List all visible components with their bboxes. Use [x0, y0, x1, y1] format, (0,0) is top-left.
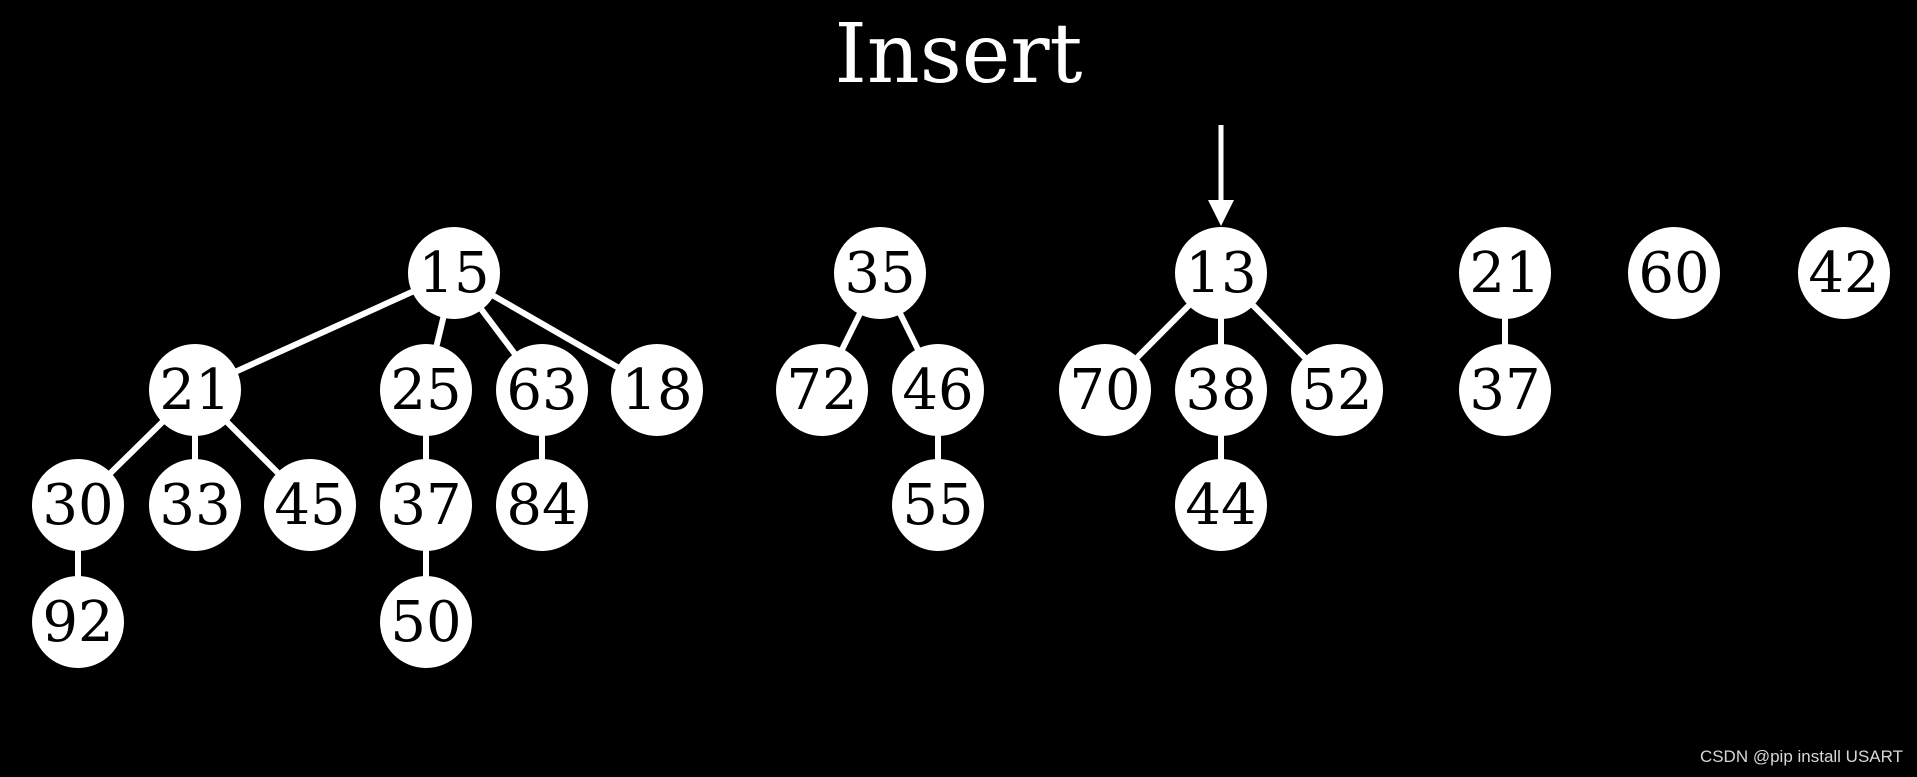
- heap-node: 25: [380, 344, 472, 436]
- node-value: 37: [1469, 358, 1540, 423]
- node-value: 45: [274, 473, 345, 538]
- watermark: CSDN @pip install USART: [1699, 747, 1903, 766]
- heap-node: 52: [1291, 344, 1383, 436]
- node-value: 21: [1469, 241, 1540, 306]
- node-value: 15: [418, 241, 489, 306]
- pointer-head: [1208, 200, 1234, 226]
- node-value: 33: [159, 473, 230, 538]
- node-value: 63: [506, 358, 577, 423]
- heap-node: 60: [1628, 227, 1720, 319]
- heap-node: 45: [264, 459, 356, 551]
- node-circle: [834, 227, 926, 319]
- heap-node: 15: [408, 227, 500, 319]
- heap-node: 72: [776, 344, 868, 436]
- edges-layer: [75, 270, 1508, 622]
- node-circle: [1628, 227, 1720, 319]
- node-circle: [892, 459, 984, 551]
- node-value: 13: [1185, 241, 1256, 306]
- node-circle: [380, 459, 472, 551]
- node-value: 38: [1185, 358, 1256, 423]
- tree-edge: [193, 270, 456, 393]
- heap-node: 44: [1175, 459, 1267, 551]
- node-value: 60: [1638, 241, 1709, 306]
- heap-node: 35: [834, 227, 926, 319]
- node-circle: [1175, 227, 1267, 319]
- node-value: 30: [42, 473, 113, 538]
- heap-node: 92: [32, 576, 124, 668]
- node-circle: [892, 344, 984, 436]
- node-value: 50: [390, 590, 461, 655]
- node-circle: [1175, 459, 1267, 551]
- heap-node: 37: [1459, 344, 1551, 436]
- node-circle: [264, 459, 356, 551]
- node-value: 44: [1185, 473, 1256, 538]
- node-circle: [496, 344, 588, 436]
- node-circle: [380, 344, 472, 436]
- node-value: 37: [390, 473, 461, 538]
- heap-node: 46: [892, 344, 984, 436]
- node-circle: [1459, 344, 1551, 436]
- insert-pointer-arrow-icon: [1208, 125, 1234, 226]
- heap-node: 13: [1175, 227, 1267, 319]
- node-circle: [32, 459, 124, 551]
- node-circle: [408, 227, 500, 319]
- node-value: 52: [1301, 358, 1372, 423]
- node-value: 55: [902, 473, 973, 538]
- heap-node: 37: [380, 459, 472, 551]
- heap-node: 33: [149, 459, 241, 551]
- node-circle: [776, 344, 868, 436]
- heap-node: 38: [1175, 344, 1267, 436]
- heap-node: 30: [32, 459, 124, 551]
- heap-node: 70: [1059, 344, 1151, 436]
- node-circle: [380, 576, 472, 668]
- node-value: 72: [786, 358, 857, 423]
- node-circle: [1175, 344, 1267, 436]
- node-circle: [32, 576, 124, 668]
- node-value: 35: [844, 241, 915, 306]
- heap-node: 55: [892, 459, 984, 551]
- node-circle: [1291, 344, 1383, 436]
- diagram-title: Insert: [834, 7, 1083, 102]
- node-circle: [149, 459, 241, 551]
- heap-node: 42: [1798, 227, 1890, 319]
- heap-node: 50: [380, 576, 472, 668]
- heap-node: 84: [496, 459, 588, 551]
- node-circle: [149, 344, 241, 436]
- node-value: 42: [1808, 241, 1879, 306]
- node-circle: [1059, 344, 1151, 436]
- nodes-layer: 92 30 33 45 21 50 37 25 84 63 18 15 72 55 46 35 70 44 38 52…: [32, 227, 1890, 668]
- heap-node: 21: [1459, 227, 1551, 319]
- node-value: 70: [1069, 358, 1140, 423]
- node-circle: [611, 344, 703, 436]
- heap-node: 63: [496, 344, 588, 436]
- node-value: 84: [506, 473, 577, 538]
- node-value: 25: [390, 358, 461, 423]
- node-circle: [1798, 227, 1890, 319]
- node-value: 21: [159, 358, 230, 423]
- node-circle: [496, 459, 588, 551]
- node-value: 46: [902, 358, 973, 423]
- heap-node: 18: [611, 344, 703, 436]
- node-value: 92: [42, 590, 113, 655]
- node-circle: [1459, 227, 1551, 319]
- heap-node: 21: [149, 344, 241, 436]
- node-value: 18: [621, 358, 692, 423]
